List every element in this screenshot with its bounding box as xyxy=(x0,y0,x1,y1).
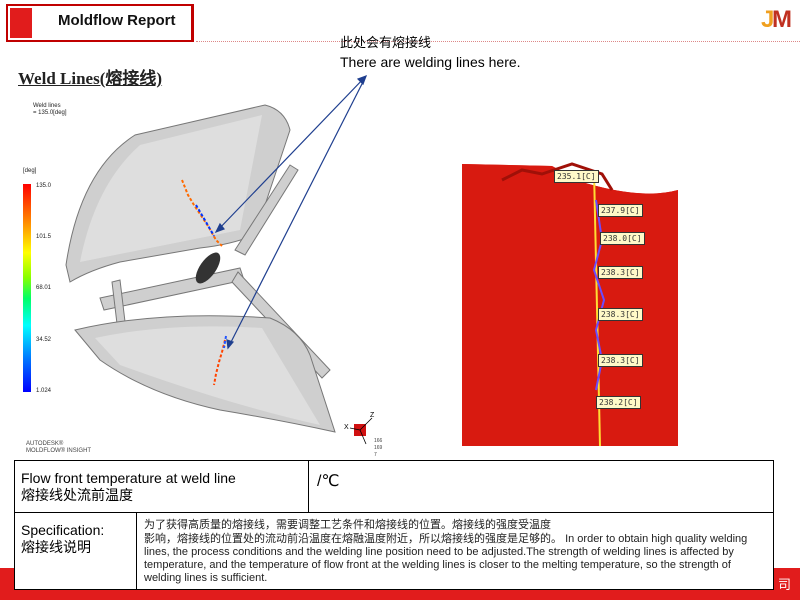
temp-label-cn: 熔接线处流前温度 xyxy=(21,488,133,504)
temp-label-en: Flow front temperature at weld line xyxy=(21,470,236,486)
svg-text:J: J xyxy=(761,6,774,33)
annotation-en: There are welding lines here. xyxy=(340,54,521,70)
temperature-result-image: 235.1[C] 237.9[C] 238.0[C] 238.3[C] 238.… xyxy=(462,160,678,446)
part-surface-graphic xyxy=(462,160,678,446)
spec-description-cell: 为了获得高质量的熔接线，需要调整工艺条件和熔接线的位置。熔接线的强度受温度 影响… xyxy=(137,513,773,589)
temperature-label: 238.3[C] xyxy=(598,266,643,279)
view-value: 166 xyxy=(374,438,383,444)
spec-label-en: Specification: xyxy=(21,522,105,538)
annotation-cn: 此处会有熔接线 xyxy=(340,36,432,51)
legend-tick: 135.0 xyxy=(36,183,52,189)
legend-caption-line1: Weld lines xyxy=(33,103,61,109)
title-accent-bar xyxy=(10,8,32,38)
spec-label-cn: 熔接线说明 xyxy=(21,540,91,556)
temperature-label: 235.1[C] xyxy=(554,170,599,183)
brand-line2: MOLDFLOW® INSIGHT xyxy=(26,448,92,454)
legend-tick: 101.5 xyxy=(36,234,52,240)
legend-caption: Weld lines = 135.0[deg] xyxy=(33,103,67,117)
temperature-label: 238.2[C] xyxy=(596,396,641,409)
section-title: Weld Lines(熔接线) xyxy=(18,69,163,88)
axis-x-label: X xyxy=(344,424,349,431)
spec-text-cn-2: 影响，熔接线的位置处的流动前沿温度在熔融温度附近，所以熔接线的强度是足够的。 xyxy=(144,532,562,545)
temperature-label: 238.3[C] xyxy=(598,354,643,367)
color-scale-bar xyxy=(23,184,31,392)
spec-table: Flow front temperature at weld line 熔接线处… xyxy=(14,460,774,590)
report-title: Moldflow Report xyxy=(58,12,176,29)
weld-line-annotation: 此处会有熔接线 There are welding lines here. xyxy=(340,34,521,72)
company-logo-icon: J M xyxy=(761,6,792,33)
header-divider xyxy=(196,41,800,42)
view-value: 169 xyxy=(374,445,383,451)
axis-z-label: Z xyxy=(370,412,375,419)
temp-value-cell: /℃ xyxy=(309,461,773,513)
legend-caption-line2: = 135.0[deg] xyxy=(33,110,67,116)
legend-unit: [deg] xyxy=(23,168,37,174)
legend-tick: 34.52 xyxy=(36,337,52,343)
temperature-label: 237.9[C] xyxy=(598,204,643,217)
brand-line1: AUTODESK® xyxy=(26,441,64,447)
part-model-graphic xyxy=(65,74,373,445)
temperature-label: 238.0[C] xyxy=(600,232,645,245)
software-brand: AUTODESK® MOLDFLOW® INSIGHT xyxy=(26,441,91,455)
spec-text-cn-1: 为了获得高质量的熔接线，需要调整工艺条件和熔接线的位置。熔接线的强度受温度 xyxy=(144,518,551,531)
temp-label-cell: Flow front temperature at weld line 熔接线处… xyxy=(15,461,309,513)
temperature-label: 238.3[C] xyxy=(598,308,643,321)
view-orientation-values: 166 169 7 xyxy=(374,438,382,459)
report-title-box xyxy=(6,4,194,42)
legend-tick: 68.01 xyxy=(36,285,52,291)
legend-tick: 1.024 xyxy=(36,388,52,394)
spec-label-cell: Specification: 熔接线说明 xyxy=(15,513,137,589)
view-value: 7 xyxy=(374,452,377,458)
footer-text: 司 xyxy=(777,578,792,593)
svg-text:M: M xyxy=(772,6,792,33)
spec-text-en: In order to obtain high quality welding … xyxy=(144,533,748,584)
